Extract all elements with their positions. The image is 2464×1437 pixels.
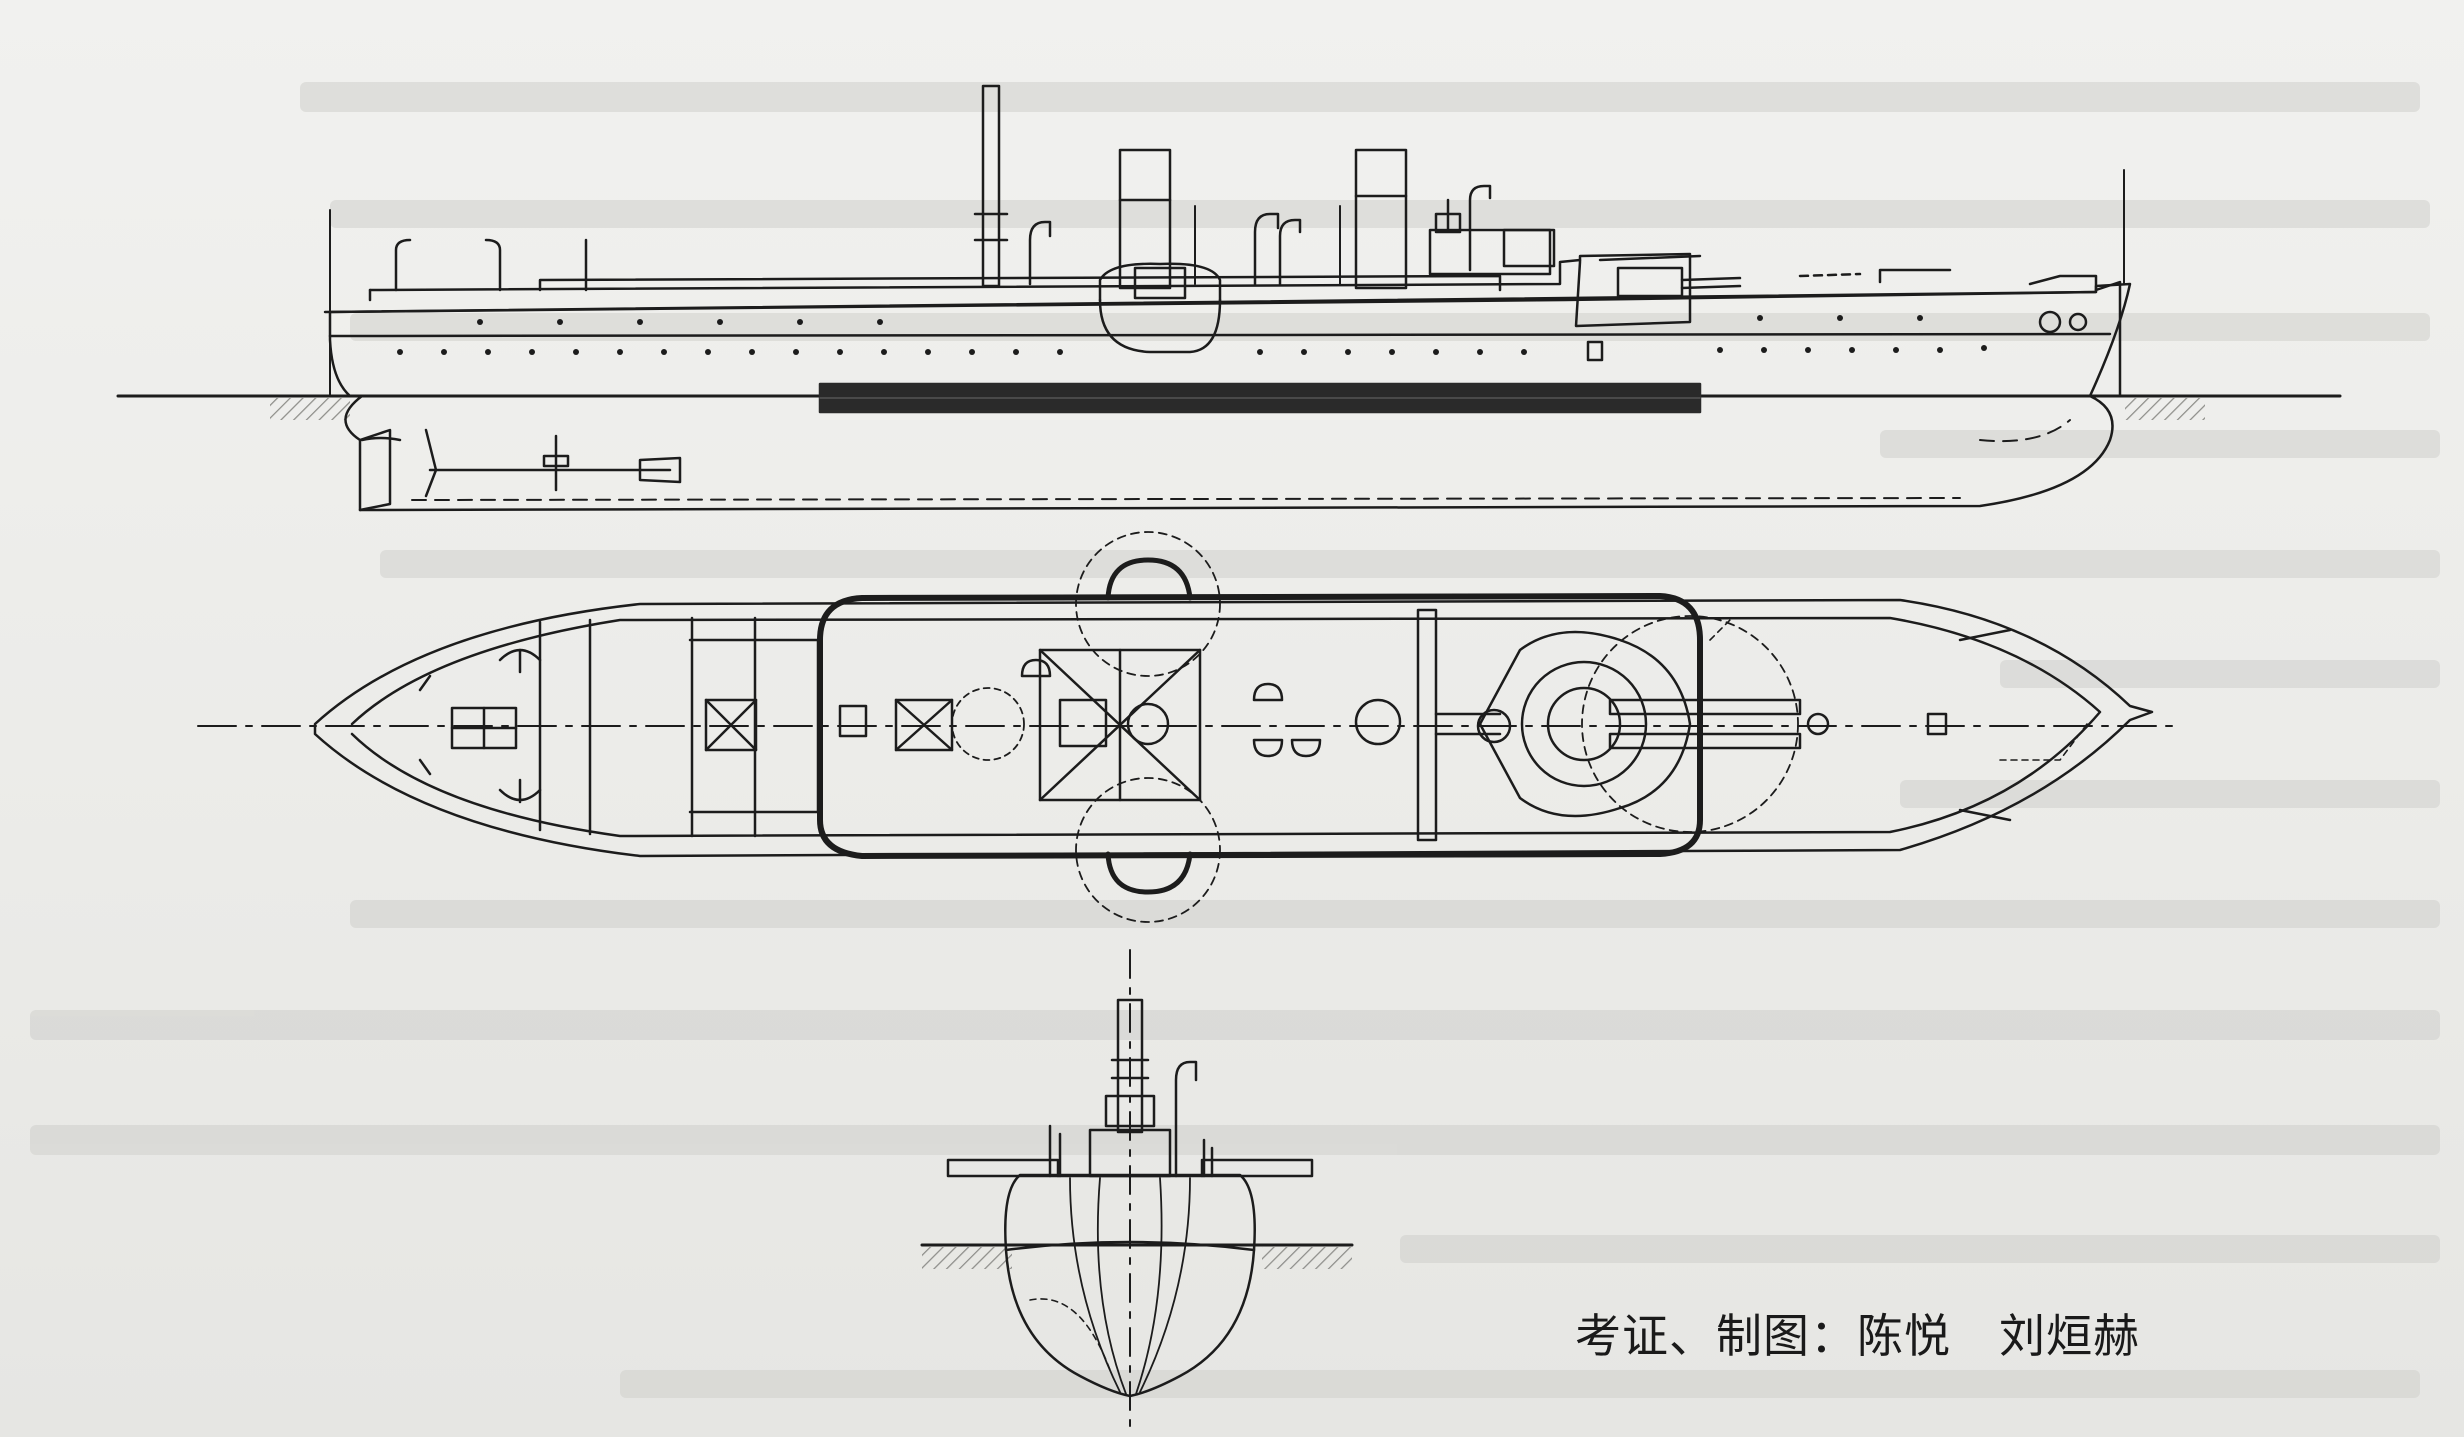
plan-view [197, 531, 2181, 923]
side-profile-view [116, 84, 2342, 512]
credit-line: 考证、制图：陈悦刘烜赫 [1575, 1300, 2275, 1380]
credit-role: 考证、制图： [1575, 1309, 1857, 1363]
section-view [920, 949, 1354, 1429]
credit-author-1: 陈悦 [1857, 1309, 1951, 1363]
credit-author-2: 刘烜赫 [1999, 1309, 2140, 1363]
